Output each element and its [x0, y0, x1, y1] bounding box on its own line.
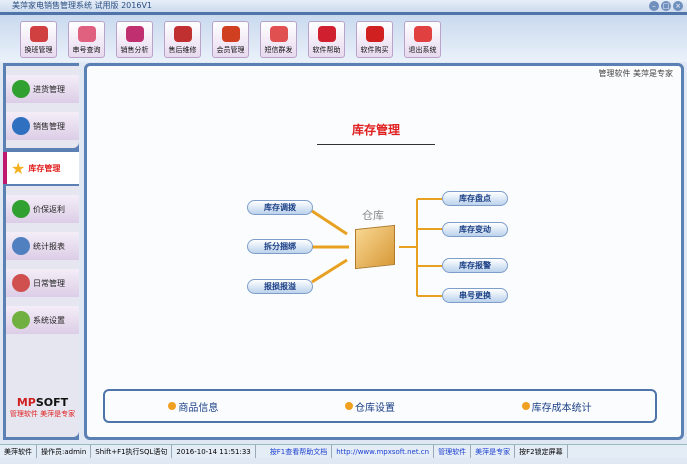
sidebar-item-0[interactable]: 进货管理: [6, 75, 79, 103]
bullet-icon: [344, 402, 353, 410]
mpsoft-logo: MPSOFT 管理软件 美萍是专家: [6, 396, 79, 419]
toolbar-icon: [77, 26, 96, 42]
toolbar-label: 软件帮助: [312, 46, 341, 54]
toolbar-label: 串号查询: [72, 46, 101, 54]
toolbar-label: 售后维修: [168, 46, 197, 54]
toolbar-icon: [125, 26, 144, 42]
link-label: 仓库设置: [354, 402, 395, 414]
sidebar-item-label: 库存管理: [28, 163, 61, 173]
toolbar: 换班管理 串号查询 销售分析 售后维修 会员管理 短信群发 软件帮助 软件购买 退出系统: [0, 12, 687, 62]
link-label: 商品信息: [178, 402, 219, 414]
bar-chart-icon: [12, 237, 30, 255]
warehouse-box-icon: [355, 224, 395, 270]
toolbar-label: 软件购买: [360, 46, 389, 54]
stock-change-button[interactable]: 库存变动: [442, 222, 508, 237]
warehouse-label: 仓库: [362, 209, 384, 222]
sidebar-item-label: 销售管理: [33, 121, 65, 131]
toolbar-label: 会员管理: [216, 46, 245, 54]
toolbar-icon: [173, 26, 192, 42]
sidebar-item-label: 日常管理: [33, 278, 65, 288]
bullet-icon: [168, 402, 177, 410]
status-field-5[interactable]: http://www.mpxsoft.net.cn: [332, 445, 435, 458]
sidebar-group-purchase-sales: 进货管理销售管理: [6, 66, 79, 148]
stock-count-button[interactable]: 库存盘点: [442, 191, 508, 206]
page-title: 库存管理: [317, 121, 435, 145]
stock-transfer-button[interactable]: 库存调拨: [247, 200, 313, 215]
broom-icon: [12, 274, 30, 292]
status-field-3: 2016-10-14 11:51:33: [172, 445, 256, 458]
header-slogan: 管理软件 美萍是专家: [598, 69, 673, 78]
toolbar-button-0[interactable]: 换班管理: [20, 21, 57, 58]
inventory-cost-link[interactable]: 库存成本统计: [521, 399, 592, 414]
sidebar-item-1[interactable]: 统计报表: [6, 232, 79, 260]
toolbar-button-3[interactable]: 售后维修: [164, 21, 201, 58]
toolbar-button-1[interactable]: 串号查询: [68, 21, 105, 58]
main-panel: 管理软件 美萍是专家 库存管理 仓库 库存调拨 拆分捆绑 报损报溢 库存盘点 库…: [84, 63, 684, 440]
toolbar-button-8[interactable]: 退出系统: [404, 21, 441, 58]
gear-icon: [12, 311, 30, 329]
toolbar-icon: [29, 26, 48, 42]
status-field-4: 按F1查看帮助文档: [266, 445, 333, 458]
status-field-1: 操作员:admin: [37, 445, 92, 458]
status-field-0: 美萍软件: [0, 445, 37, 458]
toolbar-button-2[interactable]: 销售分析: [116, 21, 153, 58]
toolbar-button-6[interactable]: 软件帮助: [308, 21, 345, 58]
toolbar-button-5[interactable]: 短信群发: [260, 21, 297, 58]
sidebar: 进货管理销售管理 价保返利统计报表日常管理系统设置 MPSOFT 管理软件 美萍…: [3, 63, 79, 440]
sidebar-group-other: 价保返利统计报表日常管理系统设置 MPSOFT 管理软件 美萍是专家: [6, 186, 79, 437]
status-field-2: Shift+F1执行SQL语句: [91, 445, 173, 458]
toolbar-button-7[interactable]: 软件购买: [356, 21, 393, 58]
minimize-button[interactable]: –: [649, 1, 659, 11]
product-info-link[interactable]: 商品信息: [168, 399, 218, 414]
toolbar-icon: [269, 26, 288, 42]
plus-icon: [12, 80, 30, 98]
toolbar-icon: [317, 26, 336, 42]
toolbar-icon: [365, 26, 384, 42]
sidebar-item-inventory[interactable]: ★ 库存管理: [3, 152, 79, 184]
sidebar-item-label: 系统设置: [33, 315, 65, 325]
sidebar-item-label: 进货管理: [33, 84, 65, 94]
close-button[interactable]: ×: [673, 1, 683, 11]
toolbar-label: 退出系统: [408, 46, 437, 54]
warehouse-settings-link[interactable]: 仓库设置: [344, 399, 395, 414]
sidebar-item-3[interactable]: 系统设置: [6, 306, 79, 334]
star-icon: ★: [11, 158, 26, 178]
status-field-8: 按F2锁定屏幕: [515, 445, 568, 458]
logo-slogan: 管理软件 美萍是专家: [9, 410, 76, 418]
sidebar-item-label: 价保返利: [33, 204, 65, 214]
toolbar-button-4[interactable]: 会员管理: [212, 21, 249, 58]
status-field-7: 美萍是专家: [471, 445, 516, 458]
loss-overflow-button[interactable]: 报损报溢: [247, 279, 313, 294]
dollar-icon: [12, 200, 30, 218]
sidebar-item-2[interactable]: 日常管理: [6, 269, 79, 297]
sidebar-item-1[interactable]: 销售管理: [6, 112, 79, 140]
link-label: 库存成本统计: [531, 402, 592, 414]
toolbar-icon: [413, 26, 432, 42]
sidebar-item-0[interactable]: 价保返利: [6, 195, 79, 223]
toolbar-label: 销售分析: [120, 46, 149, 54]
stock-alert-button[interactable]: 库存报警: [442, 258, 508, 273]
quick-links: 商品信息 仓库设置 库存成本统计: [103, 389, 657, 423]
flow-connectors: [311, 198, 442, 297]
toolbar-label: 换班管理: [24, 46, 53, 54]
bullet-icon: [521, 402, 530, 410]
toolbar-icon: [221, 26, 240, 42]
toolbar-label: 短信群发: [264, 46, 293, 54]
title-bar: 美萍家电销售管理系统 试用版 2016V1 –□×: [0, 0, 687, 12]
split-bundle-button[interactable]: 拆分捆绑: [247, 239, 313, 254]
maximize-button[interactable]: □: [661, 1, 671, 11]
serial-replace-button[interactable]: 串号更换: [442, 288, 508, 303]
status-field-6: 管理软件: [434, 445, 472, 458]
pie-icon: [12, 117, 30, 135]
sidebar-item-label: 统计报表: [33, 241, 65, 251]
window-title: 美萍家电销售管理系统 试用版 2016V1: [12, 1, 153, 10]
